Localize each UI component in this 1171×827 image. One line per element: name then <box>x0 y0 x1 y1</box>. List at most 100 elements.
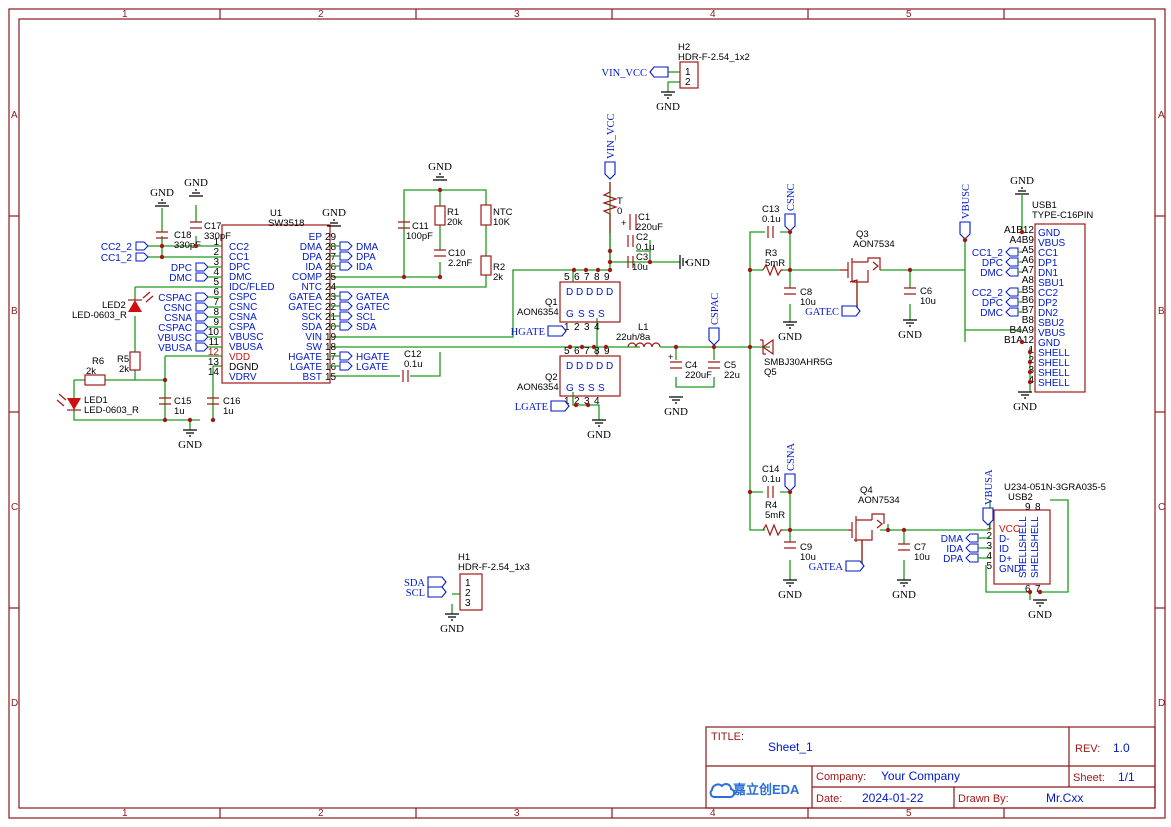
svg-text:VBUSC: VBUSC <box>961 184 972 219</box>
usb1-pin-name: DP2 <box>1038 298 1058 309</box>
gnd-label: GND <box>656 101 680 113</box>
u1-left-pin-number: 13 <box>208 357 220 368</box>
usb2-pin-number: 1 <box>986 521 992 532</box>
l1-ref: L1 <box>638 322 649 333</box>
usb1-pin-name: DN2 <box>1038 308 1058 319</box>
junction-dot <box>210 417 216 423</box>
u1-left-net-label: VBUSA <box>158 343 192 354</box>
c3-ref: C3 <box>636 252 648 263</box>
r6-resistor: R6 2k <box>84 356 106 386</box>
r1-value: 20k <box>447 217 463 228</box>
usb1-pin-name: CC2 <box>1038 288 1058 299</box>
u1-right-pin-number: 24 <box>325 282 337 293</box>
zone-col-top: 1 <box>122 9 128 20</box>
c5-value: 22u <box>724 370 740 381</box>
gnd-label: GND <box>428 161 452 173</box>
u1-left-net-label: DPC <box>171 263 192 274</box>
c11-value: 100pF <box>406 231 433 242</box>
usb2-connector: U234-051N-3GRA035-5 USB2 VCC1D-2DMAID3ID… <box>941 482 1106 595</box>
u1-left-pin-name: CC1 <box>229 252 249 263</box>
usb1-pin-number: B4A9 <box>1010 325 1035 336</box>
u1-right-pin-number: 15 <box>325 372 337 383</box>
q1-ref: Q1 <box>545 297 558 308</box>
u1-right-pin-name: BST <box>303 372 322 383</box>
scl-flag: SCL <box>406 586 447 599</box>
l1-inductor: L1 22uh/8a <box>616 322 661 348</box>
u1-right-pin-name: GATEA <box>289 292 322 303</box>
zone-col-top: 5 <box>906 9 912 20</box>
usb1-ref: USB1 <box>1032 200 1057 211</box>
u1-right-pin-number: 27 <box>325 252 337 263</box>
gnd-symbol: GND <box>178 429 202 451</box>
c13-cap: C13 0.1u <box>762 204 781 238</box>
r3-value: 5mR <box>765 258 785 269</box>
gnd-symbol: GND <box>322 207 346 227</box>
zone-row-right: D <box>1158 698 1165 709</box>
c18-value: 330pF <box>174 240 201 251</box>
u1-left-pin-name: IDC/FLED <box>229 282 275 293</box>
usb1-pin-number: A7 <box>1022 265 1035 276</box>
u1-left-pin-number: 14 <box>208 367 220 378</box>
svg-text:VIN_VCC: VIN_VCC <box>601 68 647 79</box>
c15-value: 1u <box>174 406 185 417</box>
svg-text:CSPAC: CSPAC <box>710 293 721 325</box>
u1-left-pin-name: CSNC <box>229 302 257 313</box>
zone-col-top: 2 <box>318 9 324 20</box>
company-label: Company: <box>816 771 866 783</box>
junction-dot <box>159 254 165 260</box>
c9-cap: C9 10u <box>784 541 816 563</box>
usb1-net-label: DPC <box>982 258 1003 269</box>
junction-dot <box>1037 589 1043 595</box>
svg-text:SCL: SCL <box>406 588 425 599</box>
mos-drain-label: D <box>576 361 583 372</box>
gnd-symbol: GND <box>679 255 710 269</box>
drawn-value: Mr.Cxx <box>1046 791 1083 805</box>
usb1-pin-name: GND <box>1038 338 1060 349</box>
junction-dot <box>1027 589 1033 595</box>
usb2-pin-number: 3 <box>986 541 992 552</box>
h2-pin-1: 1 <box>685 67 691 78</box>
gnd-symbol: GND <box>150 187 174 207</box>
junction-dot <box>1027 379 1033 385</box>
u1-left-pin-name: CSPC <box>229 292 257 303</box>
h1-pin-2: 2 <box>465 588 471 599</box>
mos-source-pin: 3 <box>584 396 590 407</box>
q5-ref: Q5 <box>764 367 777 378</box>
lgate-flag: LGATE <box>515 400 570 413</box>
u1-right-pin-name: SW <box>306 342 323 353</box>
u1-right-pin-number: 21 <box>325 312 337 323</box>
svg-text:GATEA: GATEA <box>809 562 844 573</box>
mos-drain-pin: 8 <box>594 346 600 357</box>
usb1-pin-name: DN1 <box>1038 268 1058 279</box>
usb1-pin-name: SBU1 <box>1038 278 1065 289</box>
svg-text:VBUSA: VBUSA <box>984 469 995 505</box>
mos-drain-label: D <box>586 361 593 372</box>
svg-text:+: + <box>668 352 673 362</box>
junction-dot <box>437 187 443 193</box>
r5-value: 2k <box>119 364 129 375</box>
gnd-label: GND <box>778 331 802 343</box>
sheet-value: 1/1 <box>1118 770 1135 784</box>
junction-dot <box>401 274 407 280</box>
junction-dot <box>437 274 443 280</box>
zone-col-top: 3 <box>514 9 520 20</box>
usb2-pin-number: 5 <box>986 561 992 572</box>
junction-dot <box>571 267 577 273</box>
mos-source-pin: 4 <box>594 322 600 333</box>
sda-flag: SDA <box>404 576 447 589</box>
mos-drain-label: D <box>566 361 573 372</box>
c13-ref: C13 <box>762 204 779 215</box>
svg-text:LGATE: LGATE <box>515 402 548 413</box>
u1-right-pin-number: 19 <box>325 332 337 343</box>
q2-value: AON6354 <box>517 382 559 393</box>
svg-text:VIN_VCC: VIN_VCC <box>606 113 617 159</box>
junction-dot <box>162 377 168 383</box>
sheet-label: Sheet: <box>1073 772 1105 784</box>
junction-dot <box>1027 359 1033 365</box>
c15-cap: C15 1u <box>159 396 191 417</box>
zone-col-bottom: 5 <box>906 808 912 819</box>
usb2-net-label: DPA <box>943 554 963 565</box>
usb2-ref: USB2 <box>1008 492 1033 503</box>
